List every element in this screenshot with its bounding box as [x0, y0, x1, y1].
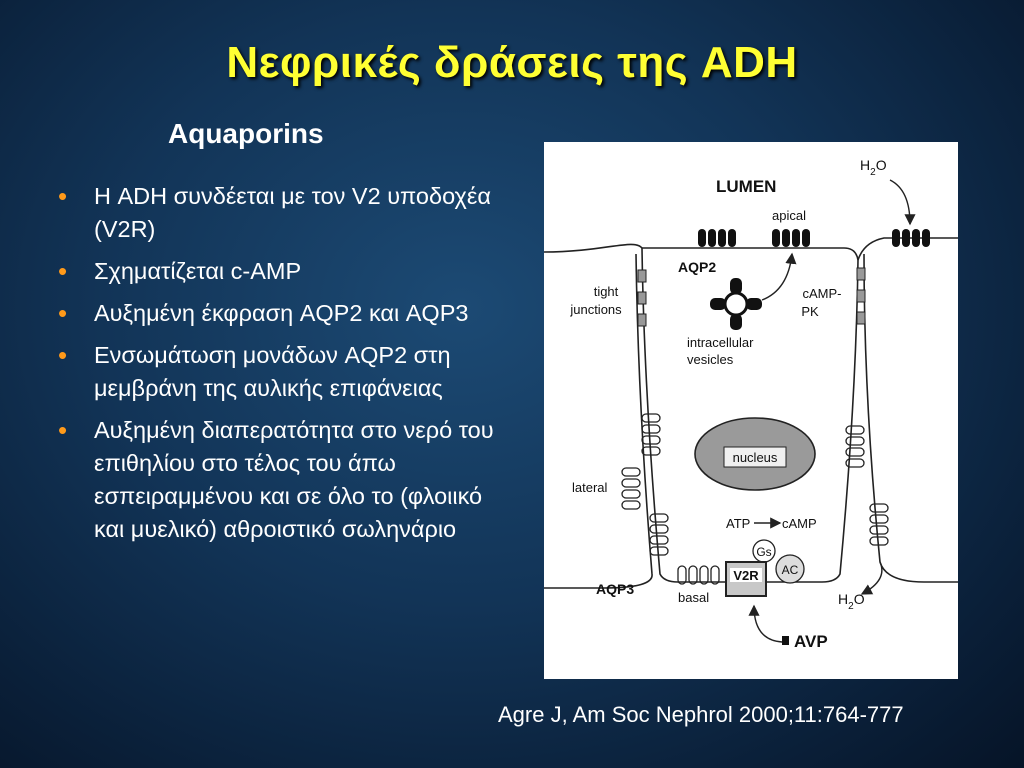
lateral-membrane-right-inner [821, 259, 859, 583]
apical-membrane [642, 247, 859, 261]
basal-label: basal [678, 590, 709, 605]
apical-membrane-left [544, 243, 643, 253]
bullet-text: Αυξημένη έκφραση AQP2 και AQP3 [94, 300, 469, 326]
lateral-membrane-left-inner [641, 247, 679, 583]
tight-junctions-left [637, 269, 647, 327]
bullet-item: • Ενσωμάτωση μονάδων AQP2 στη μεμβράνη τη… [56, 339, 496, 405]
aqp3-coils-right-upper [845, 425, 865, 468]
h2o-top-label: H2O [860, 157, 887, 178]
tight-junctions-label-2: junctions [569, 302, 622, 317]
camp-pk-label-2: PK [801, 304, 819, 319]
bullet-item: • Η ADH συνδέεται με τον V2 υποδοχέα (V2R… [56, 180, 496, 246]
vesicles-label-2: vesicles [687, 352, 734, 367]
aqp3-coils-basal [677, 565, 720, 585]
avp-arrow [748, 604, 783, 643]
ac-enzyme [775, 554, 805, 584]
bullet-icon: • [58, 256, 68, 286]
bullet-text: Ενσωμάτωση μονάδων AQP2 στη μεμβράνη της… [94, 342, 451, 401]
aqp3-label: AQP3 [596, 581, 634, 597]
v2r-label: V2R [733, 568, 759, 583]
apical-label: apical [772, 208, 806, 223]
bullet-item: • Αυξημένη διαπερατότητα στο νερό του επ… [56, 414, 496, 546]
aquaporin-diagram: nucleus ATP cAMP Gs AC V2R AVP LUMEN api… [544, 142, 958, 679]
aqp2-label: AQP2 [678, 259, 716, 275]
bullet-icon: • [58, 415, 68, 445]
bullet-icon: • [58, 298, 68, 328]
aqp3-coils-right-lower [869, 503, 889, 546]
lateral-membrane-right-outer [863, 253, 958, 583]
apical-membrane-right [857, 237, 958, 261]
camp-pk-label-1: cAMP- [803, 286, 842, 301]
camp-label: cAMP [782, 516, 817, 531]
h2o-out-arrow [860, 561, 883, 595]
tight-junctions-label-1: tight [594, 284, 619, 299]
ac-label: AC [782, 563, 799, 577]
bullet-icon: • [58, 181, 68, 211]
bullet-icon: • [58, 340, 68, 370]
slide-title: Νεφρικές δράσεις της ADH [226, 38, 798, 87]
gs-label: Gs [756, 545, 771, 559]
h2o-in-arrow [889, 179, 916, 226]
bullet-item: • Σχηματίζεται c-AMP [56, 255, 496, 288]
h2o-bottom-label: H2O [838, 591, 865, 612]
atp-label: ATP [726, 516, 750, 531]
bullet-text: Αυξημένη διαπερατότητα στο νερό του επιθ… [94, 417, 494, 542]
bullet-item: • Αυξημένη έκφραση AQP2 και AQP3 [56, 297, 496, 330]
bullet-text: Σχηματίζεται c-AMP [94, 258, 302, 284]
citation: Agre J, Am Soc Nephrol 2000;11:764-777 [498, 702, 904, 727]
aqp3-coils-left-upper [641, 413, 661, 456]
tight-junctions-right [856, 267, 866, 325]
diagram-svg: nucleus ATP cAMP Gs AC V2R AVP LUMEN api… [544, 157, 958, 651]
vesicle-icon [710, 278, 762, 330]
nucleus-label-box [723, 446, 787, 468]
slide-subtitle: Aquaporins [168, 118, 324, 149]
aqp3-coils-left-lower [649, 513, 669, 556]
avp-label: AVP [794, 632, 828, 651]
vesicles-label-1: intracellular [687, 335, 754, 350]
lateral-label: lateral [572, 480, 608, 495]
vesicle-arrow [761, 252, 797, 301]
aqp2-channels-apical [698, 229, 930, 247]
avp-marker [782, 636, 789, 645]
nucleus-label: nucleus [733, 450, 778, 465]
lumen-label: LUMEN [716, 177, 776, 196]
bullet-text: Η ADH συνδέεται με τον V2 υποδοχέα (V2R) [94, 183, 491, 242]
aqp3-coils-left-lateral [621, 467, 641, 510]
bullet-list: • Η ADH συνδέεται με τον V2 υποδοχέα (V2R… [56, 180, 496, 555]
